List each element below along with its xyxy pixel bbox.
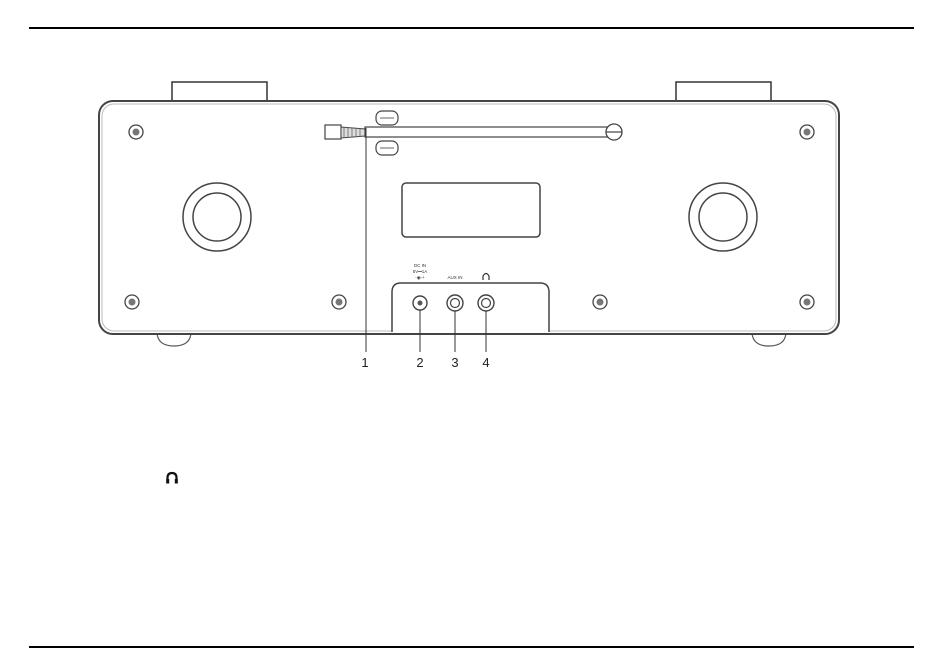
callout-3: 3 [451,355,458,370]
screw-bottom-mid-right [593,295,607,309]
top-right-handle [676,82,771,102]
headphone-jack [478,295,494,311]
dc-spec-label: 5V⎓1A [413,269,428,274]
antenna-clip-bottom [376,141,398,155]
bottom-rule [29,646,914,648]
label-plate [402,183,540,237]
right-bass-port [689,183,757,251]
callout-4: 4 [482,355,489,370]
screw-bottom-left [125,295,139,309]
aux-in-label: AUX IN [447,275,462,280]
screw-bottom-right [800,295,814,309]
top-left-handle [172,82,267,102]
dc-in-label: DC IN [414,263,426,268]
left-bass-port [183,183,251,251]
antenna-clip-top [376,111,398,125]
screw-top-right [800,125,814,139]
dc-polarity-label: -◉-+ [415,275,425,280]
headphone-icon [165,471,179,485]
screw-top-left [129,125,143,139]
radio-rear-panel-diagram: DC IN 5V⎓1A -◉-+ AUX IN 1 2 3 4 [0,0,950,400]
dc-in-jack [413,296,427,310]
aux-in-jack [447,295,463,311]
screw-bottom-mid-left [332,295,346,309]
callout-1: 1 [361,355,368,370]
callout-2: 2 [416,355,423,370]
